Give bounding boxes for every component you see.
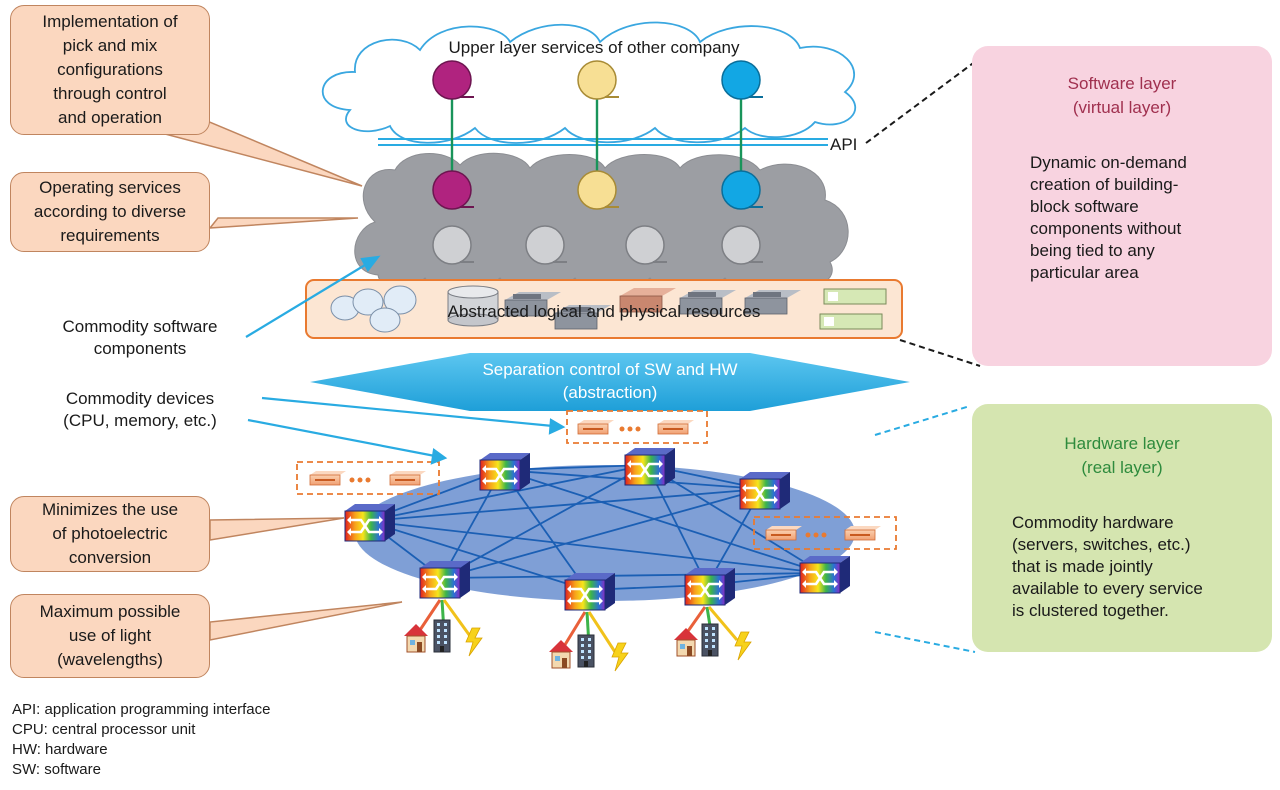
hardware-dash-bottom bbox=[874, 631, 976, 653]
device-group-left bbox=[296, 461, 440, 495]
service-yellow-upper bbox=[577, 60, 619, 100]
software-layer-panel: Software layer (virtual layer) Dynamic o… bbox=[972, 46, 1272, 366]
callout-tail-photoelectric bbox=[209, 517, 345, 541]
switch-icon-8 bbox=[798, 554, 852, 595]
chip-icon-3 bbox=[619, 288, 676, 313]
service-magenta-upper bbox=[432, 60, 474, 100]
switch-icon-7 bbox=[683, 566, 737, 607]
api-label: API bbox=[830, 135, 857, 154]
separation-arrow bbox=[310, 353, 910, 411]
service-magenta-lower bbox=[432, 170, 474, 210]
callout-operating: Operating services according to diverse … bbox=[10, 172, 210, 252]
bolt-icon-2 bbox=[611, 642, 629, 672]
software-components-arrow bbox=[245, 255, 381, 338]
software-dash-bottom bbox=[899, 339, 981, 367]
legend-cpu: CPU: central processor unit bbox=[12, 721, 196, 738]
cloud-title: Upper layer services of other company bbox=[448, 38, 740, 57]
legend-api: API: application programming interface bbox=[12, 701, 271, 718]
abbreviation-legend: API: application programming interface C… bbox=[12, 700, 270, 780]
label-software-components: Commodity software components bbox=[62, 317, 218, 358]
building-icon-3 bbox=[701, 623, 719, 657]
house-icon-3 bbox=[673, 627, 699, 657]
hardware-dash-top bbox=[874, 405, 971, 436]
device-icon-1 bbox=[823, 288, 887, 305]
switch-icon-6 bbox=[563, 571, 617, 612]
switch-icon-4 bbox=[343, 502, 397, 543]
bolt-icon-3 bbox=[734, 631, 752, 661]
house-icon-1 bbox=[403, 623, 429, 653]
device-group-top bbox=[566, 410, 708, 444]
house-icon-2 bbox=[548, 639, 574, 669]
callout-tail-light bbox=[209, 601, 403, 641]
switch-icon-1 bbox=[478, 451, 532, 492]
software-dash-top bbox=[865, 57, 981, 144]
storage-cylinder-icon bbox=[447, 285, 499, 327]
callout-tail-operating bbox=[208, 217, 359, 229]
device-group-right bbox=[753, 516, 897, 550]
legend-hw: HW: hardware bbox=[12, 741, 108, 758]
separation-line2: (abstraction) bbox=[563, 383, 657, 402]
service-yellow-lower bbox=[577, 170, 619, 210]
software-layer-body: Dynamic on-demand creation of building- … bbox=[1030, 153, 1187, 282]
hardware-layer-panel: Hardware layer (real layer) Commodity ha… bbox=[972, 404, 1272, 652]
legend-sw: SW: software bbox=[12, 761, 101, 778]
switch-icon-2 bbox=[623, 446, 677, 487]
hardware-layer-title: Hardware layer (real layer) bbox=[1064, 434, 1180, 477]
building-icon-2 bbox=[577, 634, 595, 668]
callout-photoelectric: Minimizes the use of photoelectric conve… bbox=[10, 496, 210, 572]
building-icon-1 bbox=[433, 619, 451, 653]
separation-line1: Separation control of SW and HW bbox=[482, 360, 737, 379]
service-cyan-lower bbox=[721, 170, 763, 210]
devices-arrow-2 bbox=[261, 396, 566, 435]
devices-arrow-1 bbox=[247, 418, 448, 465]
callout-light: Maximum possible use of light (wavelengt… bbox=[10, 594, 210, 678]
service-cyan-upper bbox=[721, 60, 763, 100]
switch-icon-3 bbox=[738, 470, 792, 511]
switch-icon-5 bbox=[418, 559, 472, 600]
hardware-layer-body: Commodity hardware (servers, switches, e… bbox=[1012, 513, 1203, 620]
resources-label: Abstracted logical and physical resource… bbox=[448, 302, 761, 321]
device-icon-2 bbox=[819, 313, 883, 330]
label-devices: Commodity devices (CPU, memory, etc.) bbox=[63, 389, 217, 430]
software-component-bubbles bbox=[330, 285, 417, 333]
software-layer-title: Software layer (virtual layer) bbox=[1067, 74, 1177, 117]
callout-pick-mix: Implementation of pick and mix configura… bbox=[10, 5, 210, 135]
